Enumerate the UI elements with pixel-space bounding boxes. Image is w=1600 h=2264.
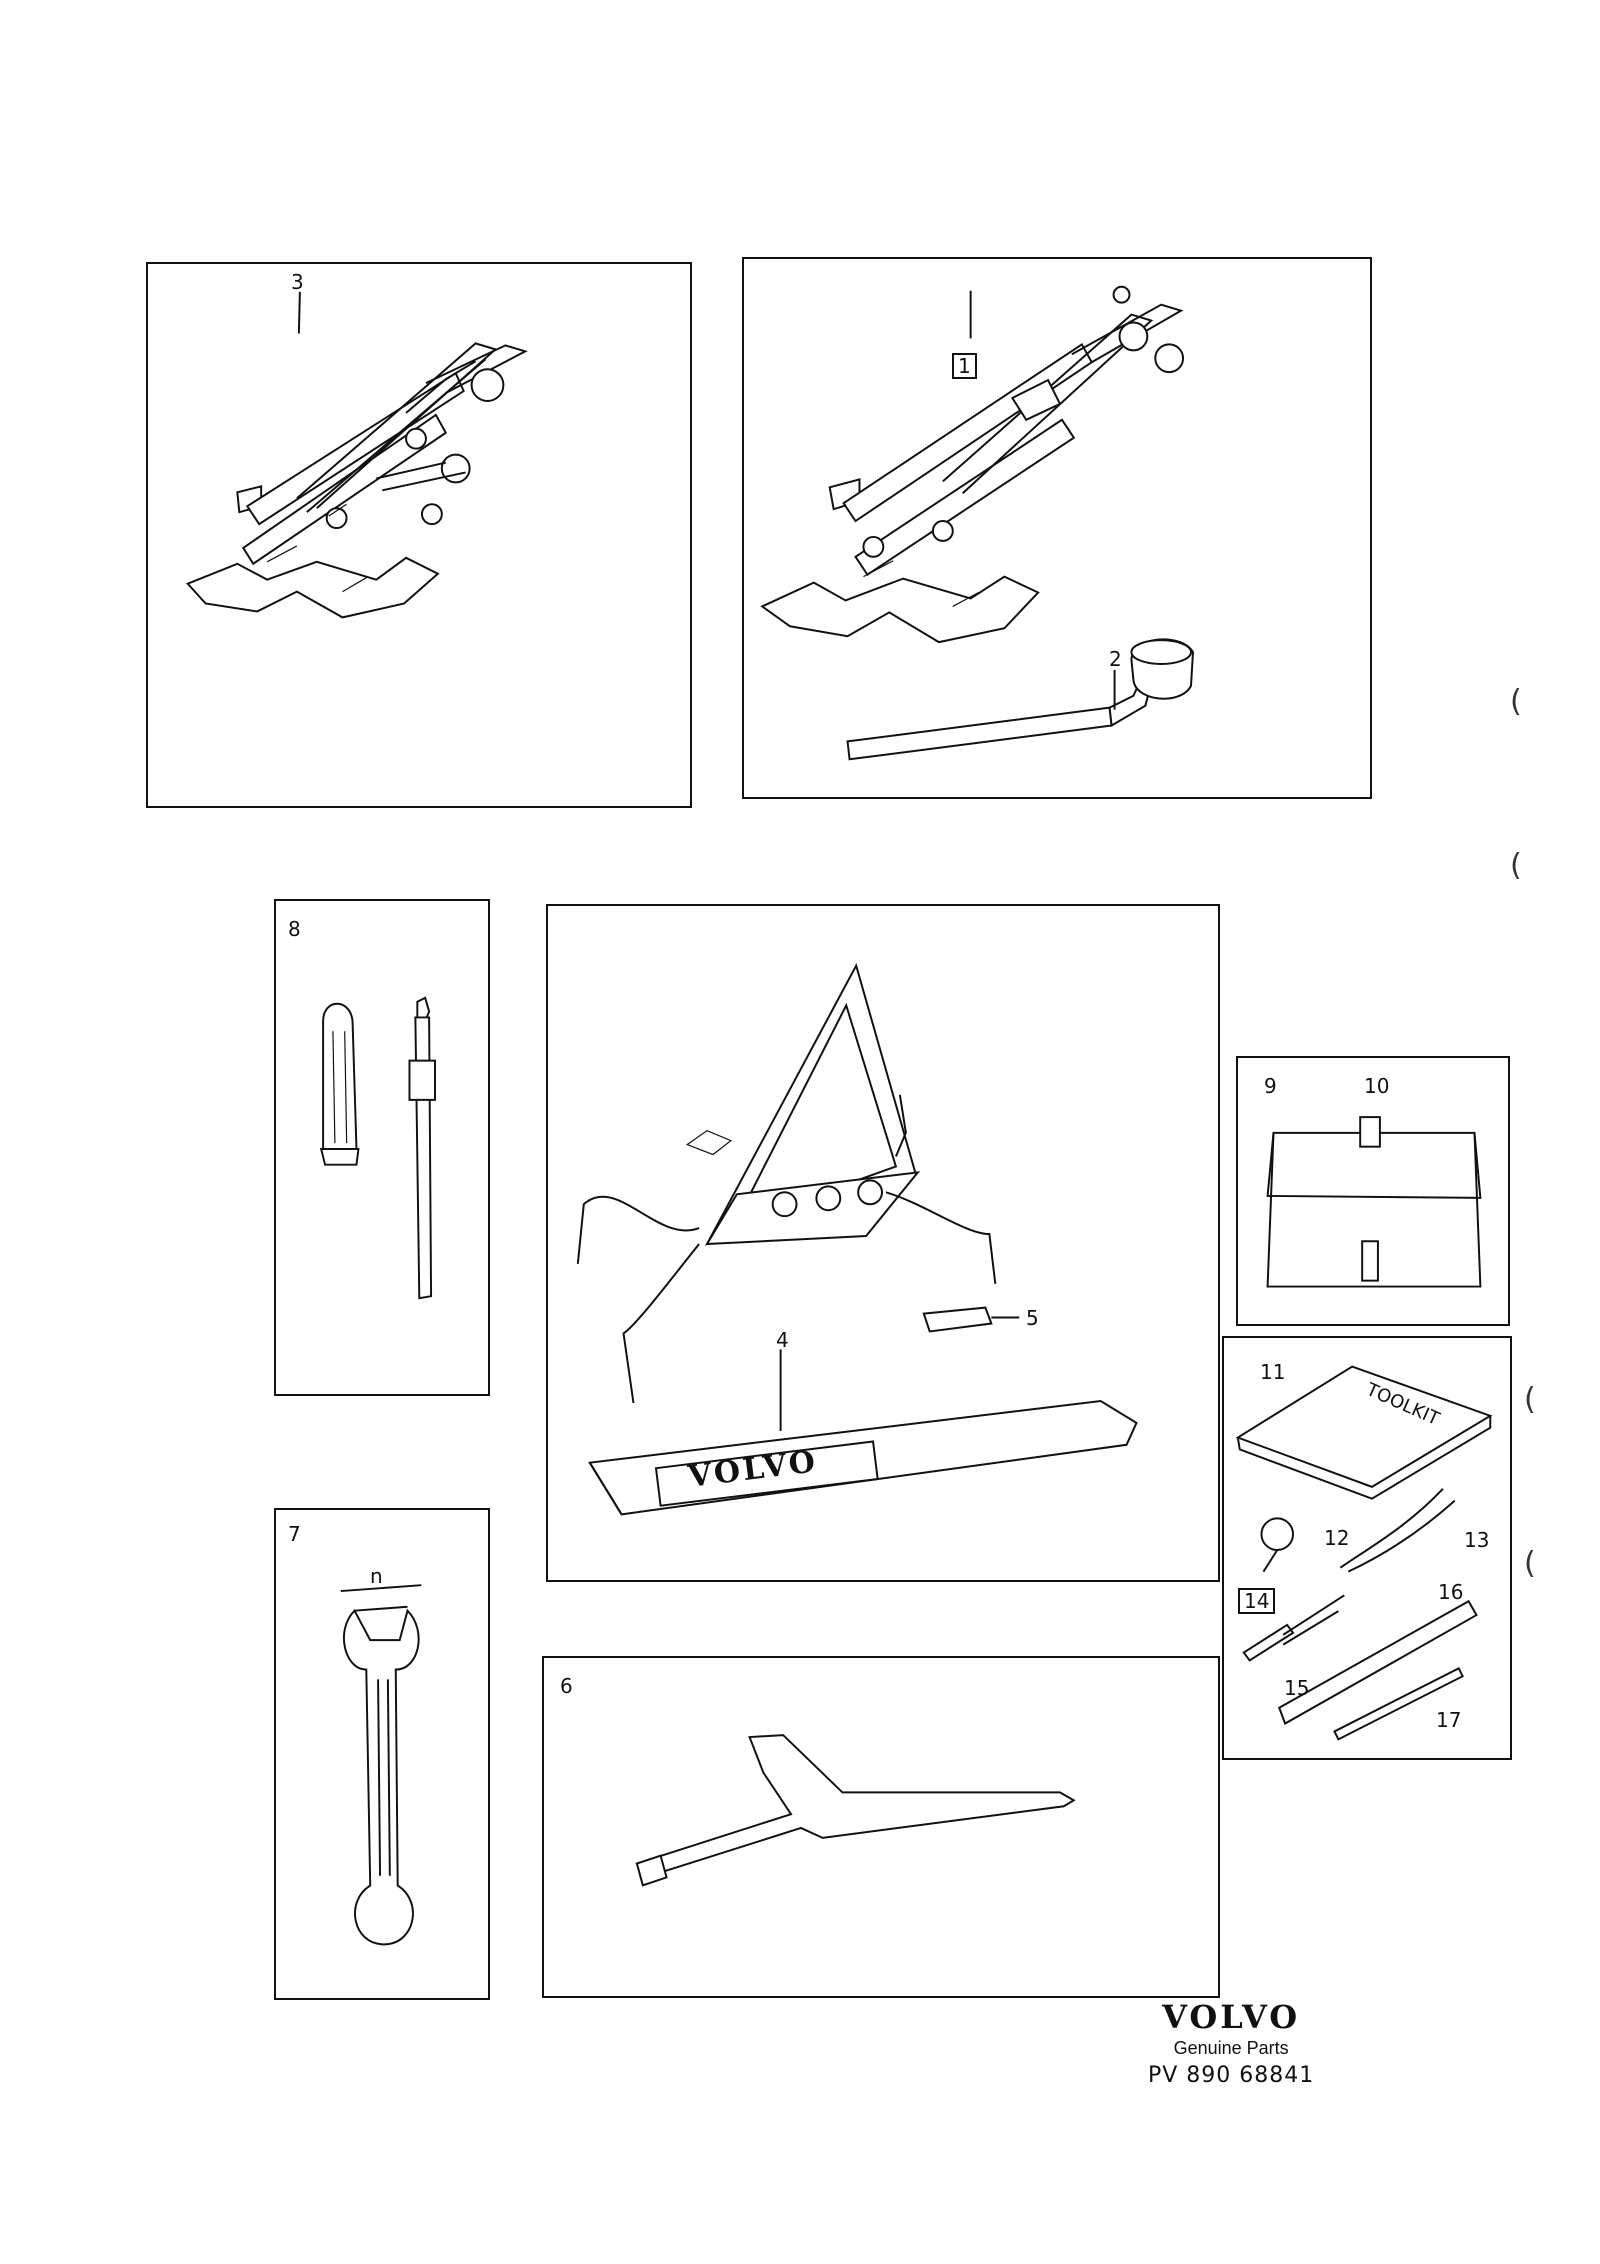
jack-illustration	[186, 291, 528, 619]
brand-logo: VOLVO	[1162, 1998, 1301, 2036]
panel-toolkit-11-17: 11 TOOLKIT 12 13 14 15 16 17	[1222, 1336, 1512, 1760]
callout-7: 7	[288, 1522, 301, 1546]
callout-11: 11	[1260, 1360, 1286, 1384]
callout-15: 15	[1284, 1676, 1310, 1700]
callout-12: 12	[1324, 1526, 1350, 1550]
panel-screwdriver-8: 8	[274, 899, 490, 1396]
tool-bag-illustration	[1266, 1116, 1482, 1288]
callout-10: 10	[1364, 1074, 1390, 1098]
part-number: PV 890 68841	[1148, 2063, 1315, 2088]
callout-6: 6	[560, 1674, 573, 1698]
callout-2: 2	[1109, 647, 1122, 671]
panel-jack-3: 3	[146, 262, 692, 808]
warning-triangle-illustration	[576, 963, 1138, 1516]
screwdriver-illustration	[319, 996, 436, 1300]
wrench-illustration	[340, 1584, 422, 1946]
callout-14: 14	[1238, 1588, 1276, 1614]
callout-3: 3	[291, 270, 304, 294]
callout-5: 5	[1026, 1306, 1039, 1330]
panel-wrench-7: 7 n	[274, 1508, 490, 2000]
panel-jack-1-2: 1 2	[742, 257, 1372, 799]
footer: VOLVO Genuine Parts PV 890 68841	[1148, 1998, 1314, 2088]
callout-4: 4	[776, 1328, 789, 1352]
jack-and-crank-illustration	[760, 285, 1194, 761]
panel-bag-9-10: 9 10	[1236, 1056, 1510, 1326]
toolkit-illustration	[1235, 1365, 1493, 1741]
callout-1: 1	[952, 353, 977, 379]
callout-16: 16	[1438, 1580, 1464, 1604]
callout-17: 17	[1436, 1708, 1462, 1732]
callout-9: 9	[1264, 1074, 1277, 1098]
genuine-parts-label: Genuine Parts	[1173, 2038, 1289, 2058]
margin-mark-3: (	[1524, 1382, 1536, 1417]
callout-8: 8	[288, 917, 301, 941]
callout-13: 13	[1464, 1528, 1490, 1552]
tool-6-illustration	[635, 1734, 1076, 1887]
panel-triangle-4-5: 4 5 VOLVO	[546, 904, 1220, 1582]
margin-mark-2: (	[1510, 848, 1522, 883]
margin-mark-1: (	[1510, 684, 1522, 719]
panel-tool-6: 6	[542, 1656, 1220, 1998]
margin-mark-4: (	[1524, 1546, 1536, 1581]
callout-n: n	[370, 1564, 383, 1588]
